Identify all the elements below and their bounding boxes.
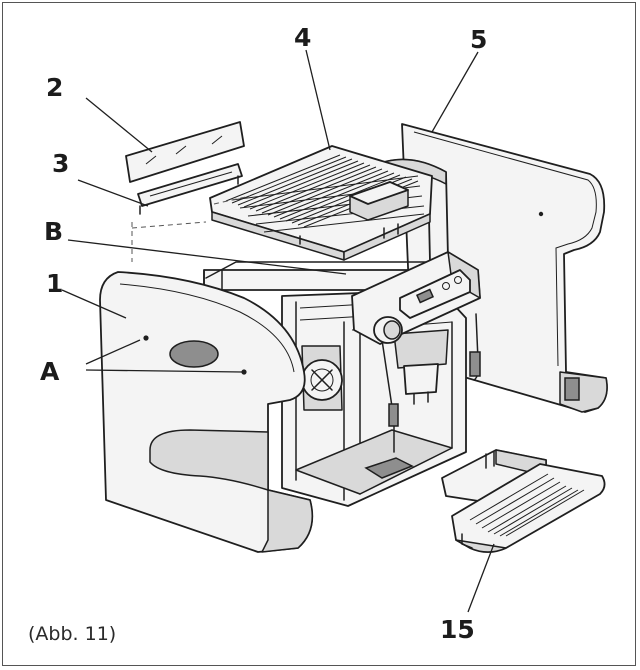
- assembly-guides: [131, 195, 251, 262]
- label-point-a: A: [40, 357, 60, 386]
- leader-lines: [61, 49, 495, 613]
- label-part-1: 1: [46, 269, 63, 298]
- part-3-bracket: [137, 163, 243, 215]
- label-part-4: 4: [294, 23, 311, 52]
- label-point-b: B: [44, 217, 63, 246]
- label-part-2: 2: [46, 73, 63, 102]
- control-panel: [351, 251, 481, 345]
- part-15-drip-tray: [441, 449, 606, 553]
- label-part-3: 3: [52, 149, 69, 178]
- part-1-left-side-panel: [99, 271, 314, 553]
- label-part-5: 5: [470, 25, 487, 54]
- label-part-15: 15: [440, 615, 475, 644]
- figure-caption: (Abb. 11): [28, 623, 116, 645]
- part-4-top-cover: [209, 145, 433, 261]
- part-2-glass-panel: [125, 121, 245, 183]
